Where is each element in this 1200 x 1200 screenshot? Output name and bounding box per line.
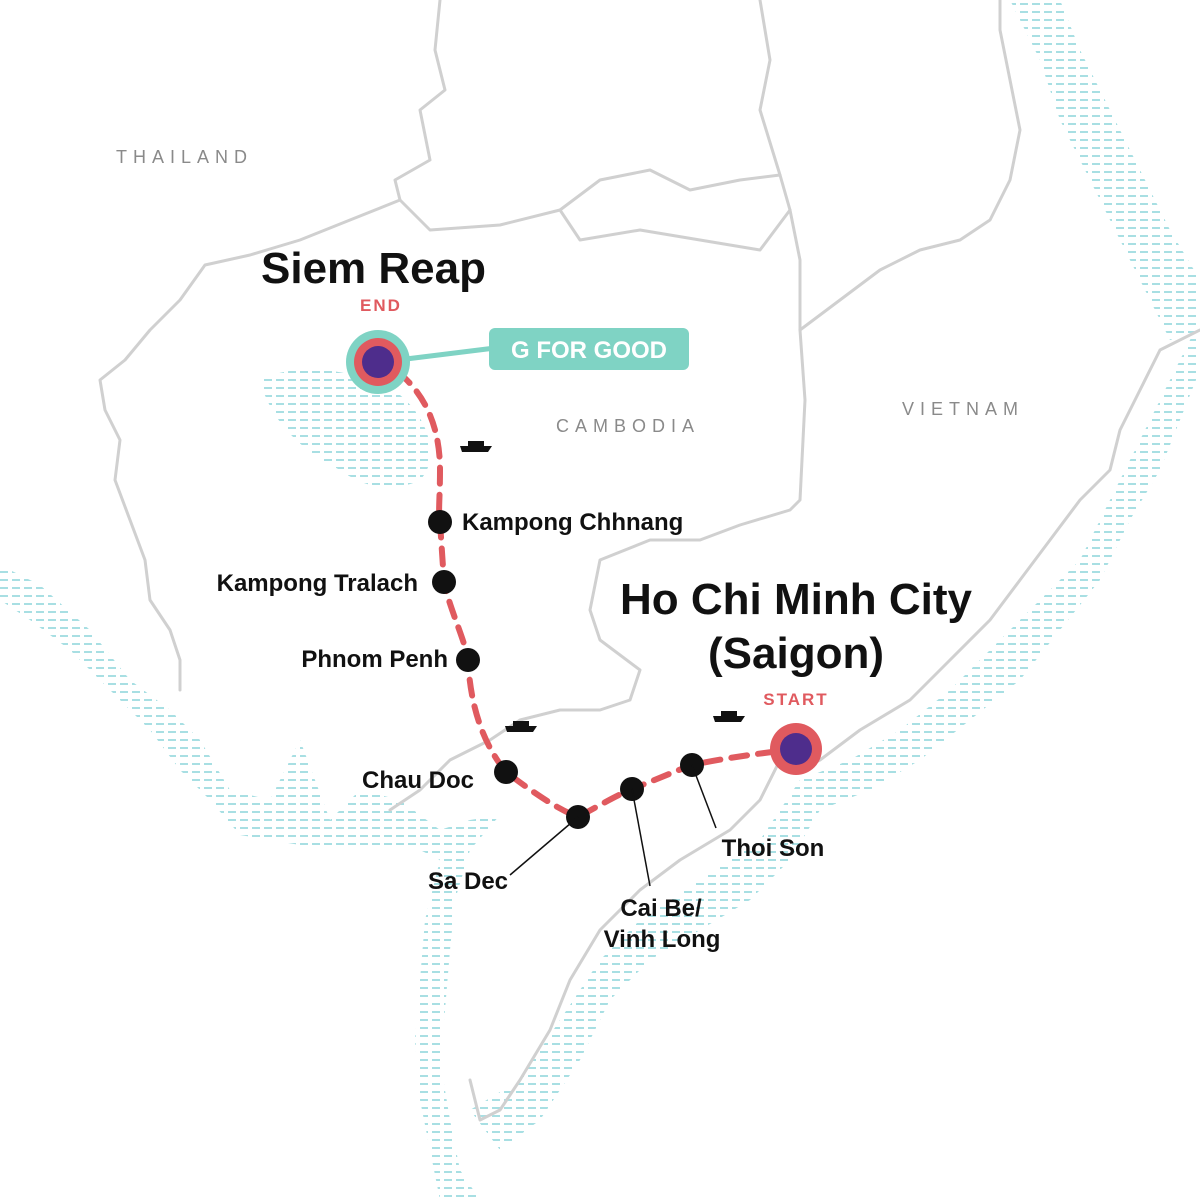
country-label-cambodia: CAMBODIA <box>556 416 700 436</box>
leader-line-thoi-son <box>691 764 717 829</box>
stop-label-chau-doc: Chau Doc <box>362 767 474 794</box>
siem-reap-marker <box>362 346 394 378</box>
end-tag: END <box>360 296 402 315</box>
stop-label-sa-dec: Sa Dec <box>428 868 508 895</box>
badge-connector <box>397 345 496 363</box>
stop-marker-kampong-tralach <box>432 570 456 594</box>
country-label-vietnam: VIETNAM <box>902 399 1024 419</box>
boat-icon <box>505 721 537 732</box>
stop-label-cai-be-line1: Cai Be/ <box>620 895 702 922</box>
hcmc-label-line2: (Saigon) <box>708 629 884 678</box>
boat-icon <box>460 441 492 452</box>
siem-reap-label: Siem Reap <box>261 244 486 293</box>
g-for-good-label: G FOR GOOD <box>511 337 667 364</box>
stop-label-cai-be-line2: Vinh Long <box>604 926 721 953</box>
stop-label-kampong-chhnang: Kampong Chhnang <box>462 509 683 536</box>
stop-marker-chau-doc <box>494 760 518 784</box>
stop-label-thoi-son: Thoi Son <box>722 835 825 862</box>
boat-icon <box>713 711 745 722</box>
hcmc-marker <box>780 733 812 765</box>
country-borders <box>98 0 1200 1122</box>
leader-line-sa-dec <box>509 816 579 876</box>
hcmc-label-line1: Ho Chi Minh City <box>620 575 972 624</box>
leader-line-cai-be <box>631 788 651 887</box>
stop-label-kampong-tralach: Kampong Tralach <box>217 570 418 597</box>
start-tag: START <box>763 690 828 709</box>
stop-label-phnom-penh: Phnom Penh <box>301 646 448 673</box>
stop-marker-kampong-chhnang <box>428 510 452 534</box>
country-label-thailand: THAILAND <box>116 147 253 167</box>
g-for-good-badge <box>489 328 689 370</box>
stop-marker-phnom-penh <box>456 648 480 672</box>
